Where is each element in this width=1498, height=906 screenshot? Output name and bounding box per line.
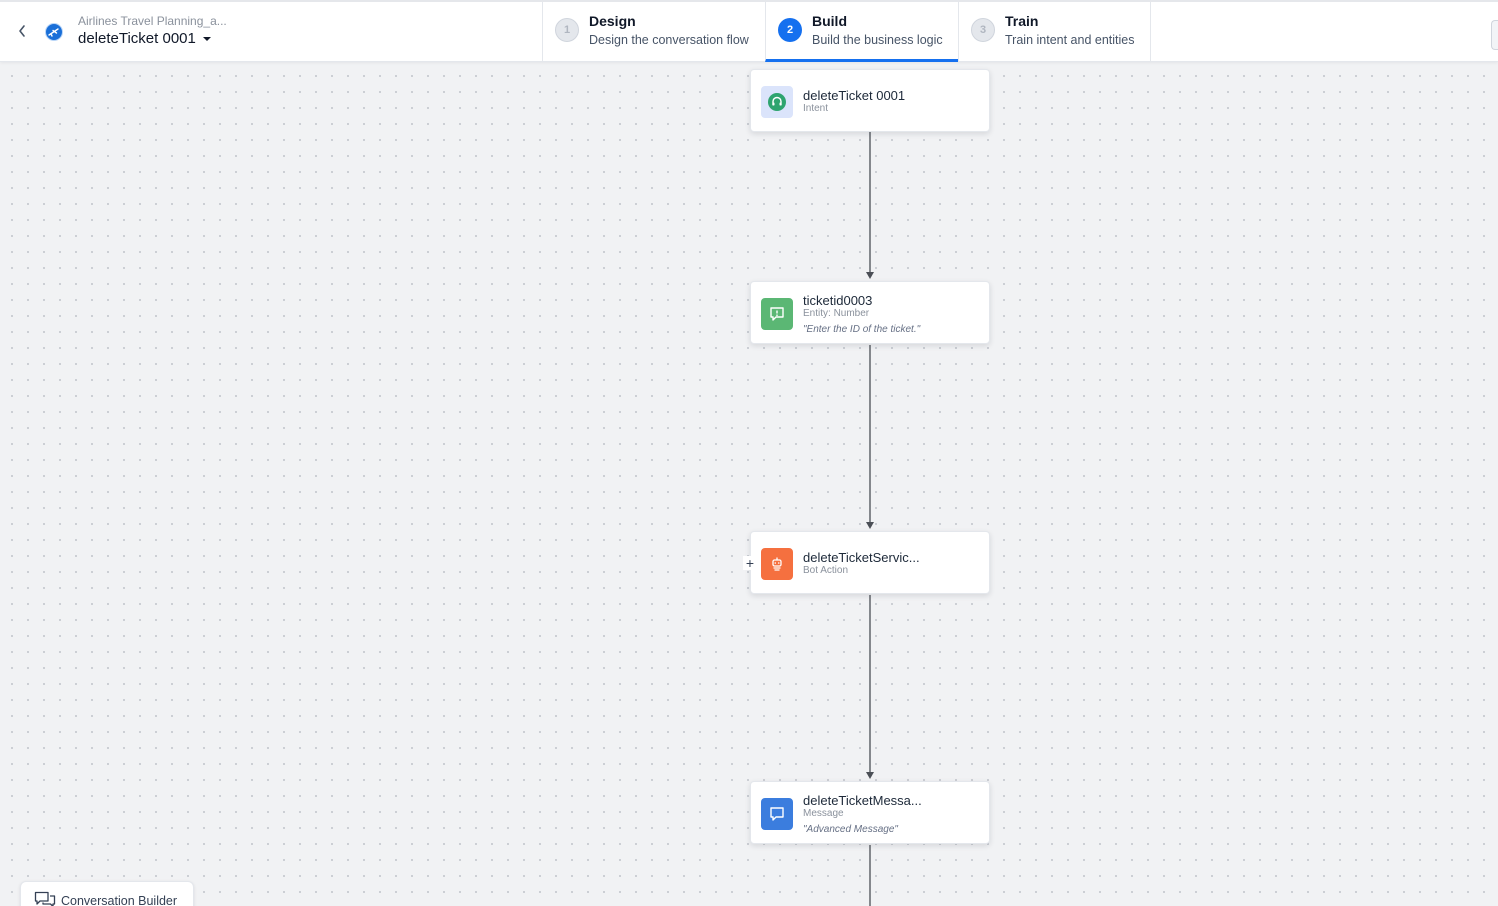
- flow-canvas[interactable]: [0, 62, 1498, 906]
- add-node-button[interactable]: +: [743, 556, 757, 570]
- node-title: deleteTicketServic...: [803, 550, 920, 565]
- flow-node-bot-action[interactable]: deleteTicketServic... Bot Action: [750, 531, 990, 594]
- caret-down-icon: [202, 36, 211, 41]
- node-prompt: "Enter the ID of the ticket.": [803, 324, 921, 335]
- step-number: 2: [778, 18, 802, 42]
- node-type: Entity: Number: [803, 308, 870, 319]
- step-title: Build: [812, 13, 847, 29]
- step-subtitle: Design the conversation flow: [589, 33, 749, 47]
- chat-bubbles-icon: [34, 891, 56, 906]
- step-title: Train: [1005, 13, 1039, 29]
- message-icon: [761, 798, 793, 830]
- dialog-name: deleteTicket 0001: [78, 30, 196, 47]
- flow-node-intent[interactable]: deleteTicket 0001 Intent: [750, 69, 990, 132]
- step-number: 1: [555, 18, 579, 42]
- node-type: Intent: [803, 103, 829, 114]
- step-number: 3: [971, 18, 995, 42]
- step-subtitle: Build the business logic: [812, 33, 943, 47]
- step-divider: [1150, 2, 1151, 62]
- bot-action-icon: [761, 548, 793, 580]
- step-title: Design: [589, 13, 636, 29]
- entity-icon: [761, 298, 793, 330]
- headset-icon: [761, 86, 793, 118]
- step-train[interactable]: 3 Train Train intent and entities: [958, 2, 1150, 62]
- node-title: deleteTicketMessa...: [803, 793, 922, 808]
- chevron-left-icon: [19, 25, 25, 37]
- step-build[interactable]: 2 Build Build the business logic: [765, 2, 958, 62]
- app-name: Airlines Travel Planning_a...: [78, 14, 227, 28]
- dialog-selector[interactable]: deleteTicket 0001: [78, 30, 212, 47]
- node-prompt: "Advanced Message": [803, 824, 898, 835]
- flow-node-message[interactable]: deleteTicketMessa... Message "Advanced M…: [750, 781, 990, 844]
- flow-node-entity[interactable]: ticketid0003 Entity: Number "Enter the I…: [750, 281, 990, 344]
- step-subtitle: Train intent and entities: [1005, 33, 1135, 47]
- node-title: deleteTicket 0001: [803, 88, 906, 103]
- side-panel-toggle[interactable]: [1491, 20, 1498, 50]
- node-title: ticketid0003: [803, 293, 873, 308]
- conversation-builder-button[interactable]: Conversation Builder: [20, 881, 194, 906]
- node-type: Bot Action: [803, 565, 849, 576]
- node-type: Message: [803, 808, 844, 819]
- airplane-globe-icon: [45, 23, 63, 41]
- back-button[interactable]: [12, 20, 32, 42]
- top-bar: Airlines Travel Planning_a... deleteTick…: [0, 0, 1498, 62]
- step-design[interactable]: 1 Design Design the conversation flow: [542, 2, 765, 62]
- conversation-builder-label: Conversation Builder: [61, 894, 178, 906]
